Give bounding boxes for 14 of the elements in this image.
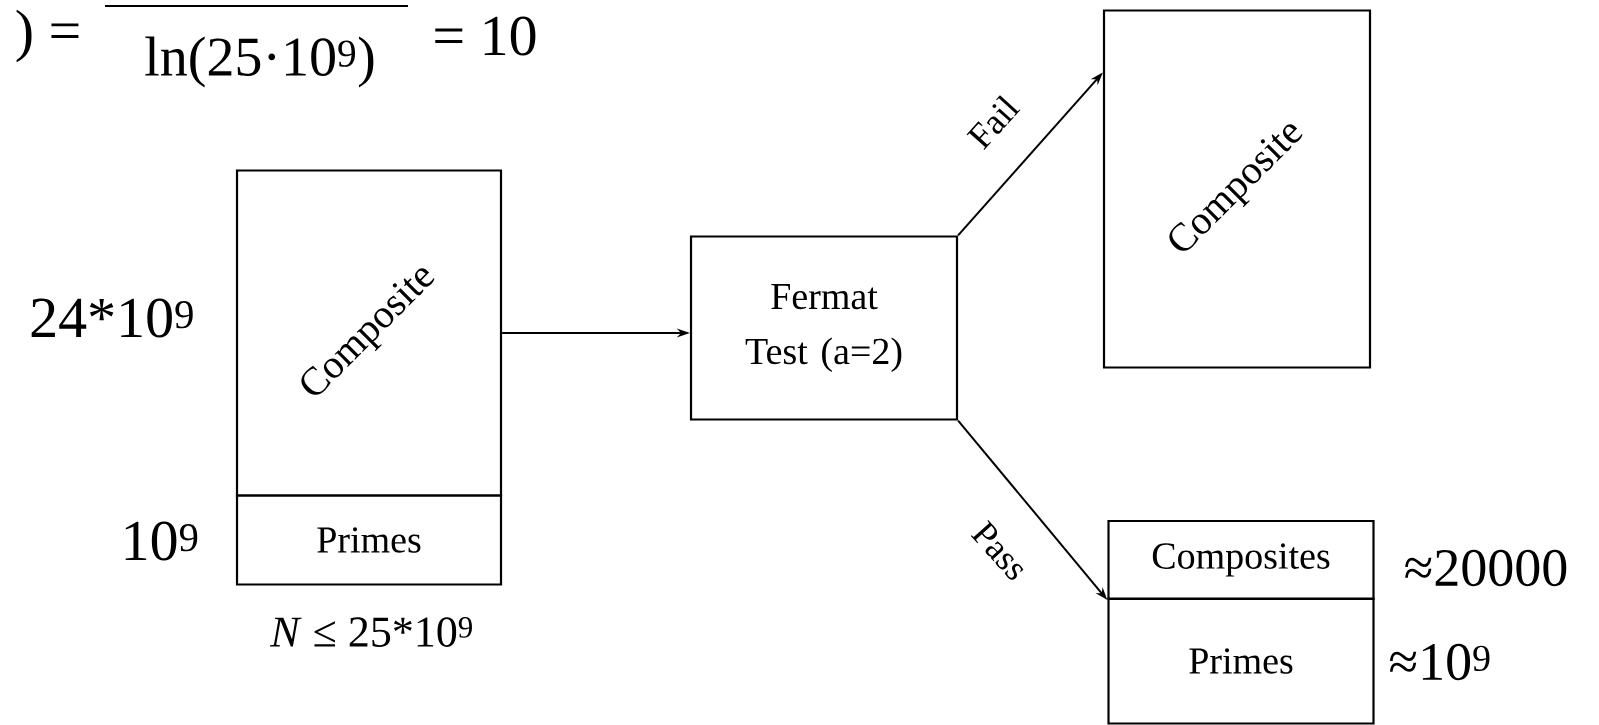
- formula-text: ln(25·10$^{9}$): [145, 36, 374, 88]
- text-box: Primes: [235, 494, 503, 586]
- formula-text: = 10: [435, 16, 536, 56]
- quantity-label: ≈10$^{9}$: [1390, 643, 1490, 681]
- edge-label: Fail: [962, 89, 1024, 155]
- text-box: Composites: [1107, 519, 1375, 601]
- quantity-label: ≈20000: [1405, 549, 1567, 587]
- quantity-label: 24*10$^{9}$: [31, 298, 193, 338]
- text-box: Primes: [1107, 597, 1375, 725]
- text-box: Fermat Test (a=2): [689, 235, 959, 421]
- edge-label: Pass: [966, 516, 1034, 586]
- quantity-label: 10$^{9}$: [125, 521, 198, 561]
- formula-text: ) =: [16, 9, 79, 63]
- quantity-label: N ≤ 25*10$^{9}$: [269, 617, 472, 647]
